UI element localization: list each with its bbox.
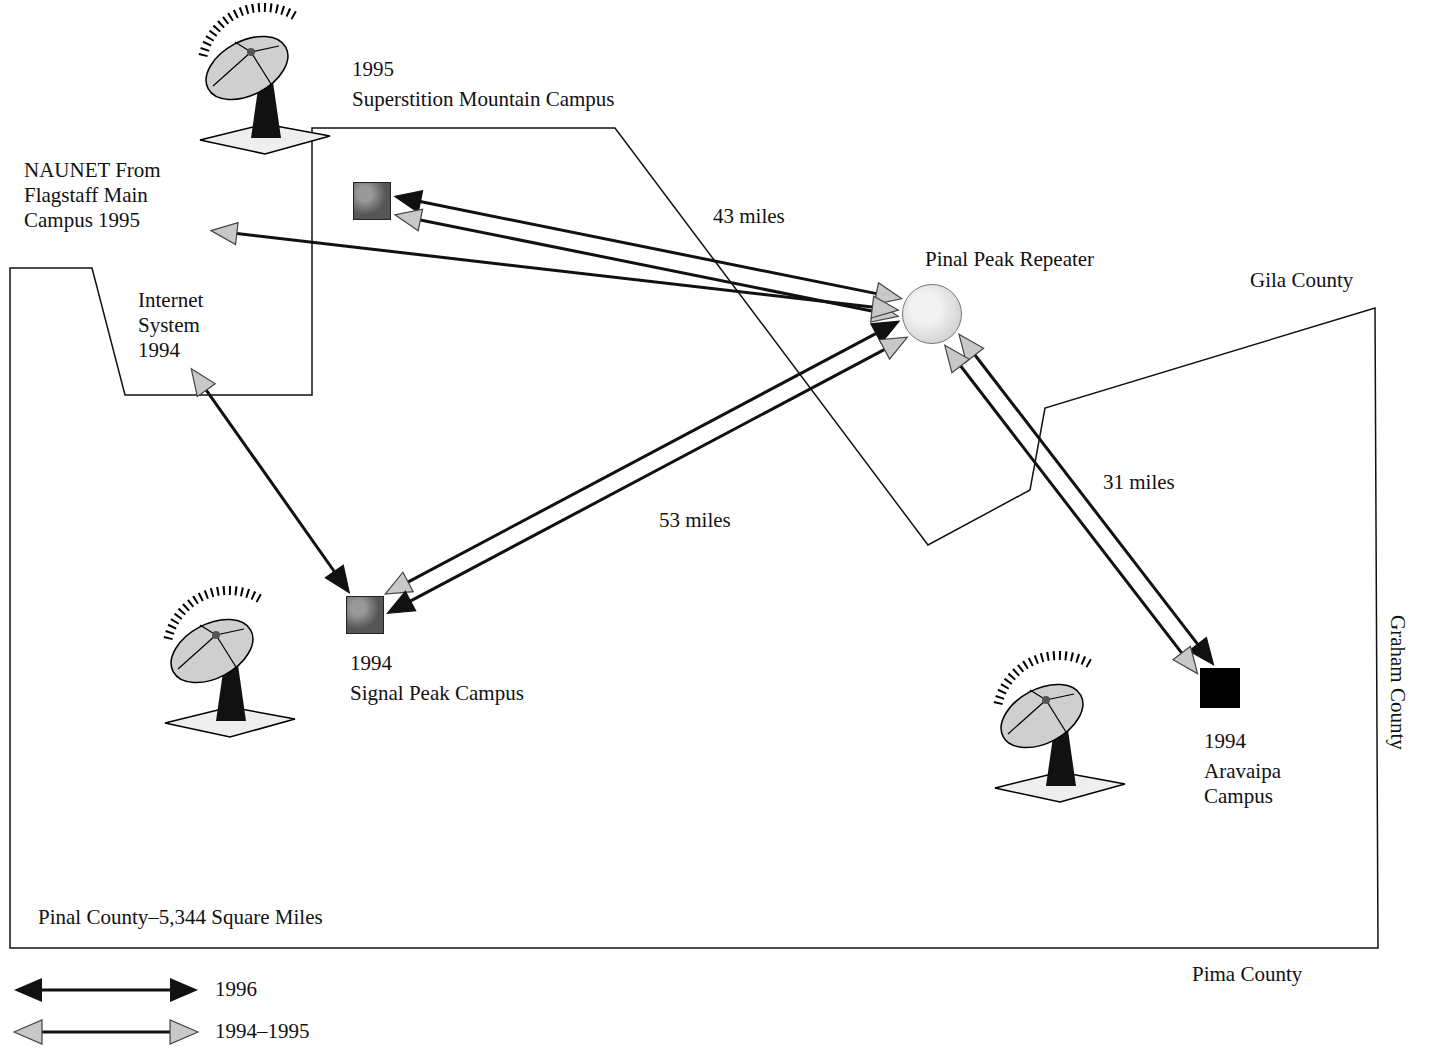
satellite-dish xyxy=(160,590,295,737)
node-label: Superstition Mountain Campus xyxy=(352,87,615,112)
node-label: 1994 xyxy=(1204,729,1246,754)
link-arrow xyxy=(945,345,1198,673)
link-line xyxy=(233,233,877,307)
node-label: 1995 xyxy=(352,57,394,82)
arrow-head xyxy=(395,191,423,213)
link-arrow xyxy=(388,337,908,613)
region-label: Pinal County–5,344 Square Miles xyxy=(38,905,323,930)
satellite-dish xyxy=(990,655,1125,802)
arrow-head xyxy=(211,223,238,245)
link-arrow xyxy=(191,369,349,593)
arrow-head xyxy=(325,565,349,593)
distance-label: 53 miles xyxy=(656,508,734,533)
link-arrow xyxy=(385,321,899,594)
node-label: NAUNET From Flagstaff Main Campus 1995 xyxy=(24,158,205,234)
link-arrow xyxy=(395,209,898,322)
county-outline xyxy=(10,128,1378,948)
node-label: Aravaipa Campus xyxy=(1204,759,1314,809)
link-line xyxy=(204,387,337,575)
region-label: Graham County xyxy=(1385,615,1410,750)
campus-site: 1994Aravaipa Campus xyxy=(1200,668,1240,708)
region-label: Pima County xyxy=(1192,962,1302,987)
legend-label: 1994–1995 xyxy=(215,1019,310,1044)
network-source: Internet System 1994 xyxy=(136,286,231,366)
node-label: 1994 xyxy=(350,651,392,676)
node-label: Pinal Peak Repeater xyxy=(925,247,1094,272)
region-label: Gila County xyxy=(1250,268,1353,293)
link-arrow xyxy=(211,223,898,318)
arrow-head xyxy=(879,337,907,359)
distance-label: 31 miles xyxy=(1100,470,1178,495)
legend-label: 1996 xyxy=(215,977,257,1002)
node-label: Internet System 1994 xyxy=(138,288,229,364)
legend-sample xyxy=(14,978,198,1002)
satellite-dish xyxy=(195,7,330,154)
campus-site: 1995Superstition Mountain Campus xyxy=(353,182,391,220)
legend-sample xyxy=(14,1020,198,1044)
distance-label: 43 miles xyxy=(710,204,788,229)
link-arrow xyxy=(395,191,902,305)
network-source: NAUNET From Flagstaff Main Campus 1995 xyxy=(22,156,207,236)
arrow-head xyxy=(945,345,970,372)
arrow-head xyxy=(191,369,215,397)
arrow-head xyxy=(385,572,413,594)
arrow-head xyxy=(388,591,416,613)
link-line xyxy=(958,363,1184,656)
link-arrow xyxy=(959,334,1213,664)
arrow-head xyxy=(1173,646,1198,673)
arrow-head xyxy=(395,209,423,231)
campus-site: 1994Signal Peak Campus xyxy=(346,596,384,634)
link-line xyxy=(405,332,880,584)
link-line xyxy=(416,219,876,312)
node-label: Signal Peak Campus xyxy=(350,681,524,706)
link-line xyxy=(407,348,888,603)
link-line xyxy=(972,352,1200,648)
arrow-head xyxy=(871,296,898,318)
repeater-site: Pinal Peak Repeater xyxy=(902,284,962,344)
